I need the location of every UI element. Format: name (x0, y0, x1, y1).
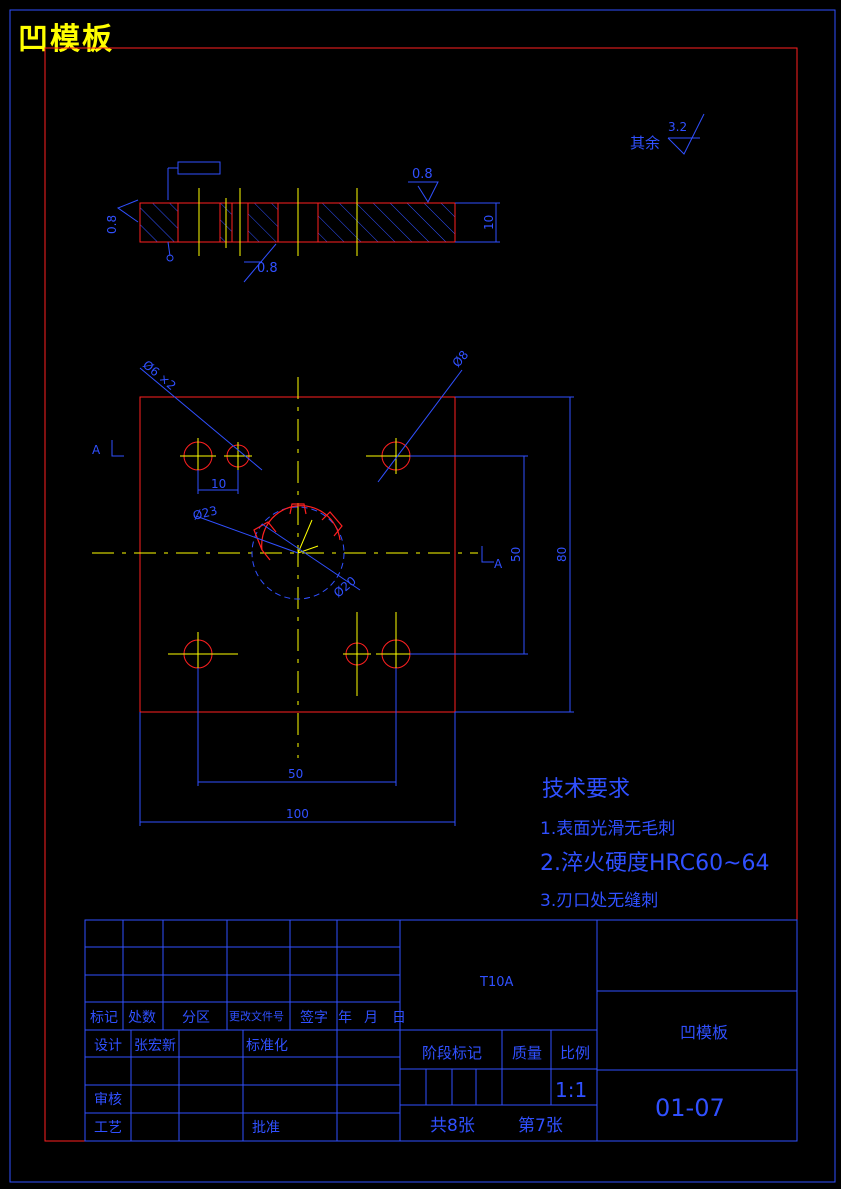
material-label: T10A (479, 975, 513, 990)
hdr-month: 月 (364, 1010, 378, 1026)
section-view (116, 161, 500, 283)
mass-label: 质量 (512, 1044, 542, 1062)
hdr-count: 处数 (128, 1010, 156, 1026)
scale-value: 1:1 (555, 1078, 587, 1102)
process-label: 工艺 (94, 1120, 122, 1136)
d23-label: Ø23 (191, 503, 218, 523)
height-80-label: 80 (555, 547, 569, 562)
scale-label: 比例 (560, 1044, 590, 1062)
page-title: 凹模板 (18, 22, 114, 57)
roughness-rest-label: 其余 (630, 134, 660, 152)
hdr-day: 日 (392, 1010, 406, 1026)
sheets-total: 共8张 (430, 1116, 475, 1136)
thickness-dim: 10 (482, 215, 496, 230)
tech-item-1: 1.表面光滑无毛刺 (540, 819, 675, 839)
part-name-label: 凹模板 (680, 1023, 728, 1042)
roughness-left: 0.8 (105, 215, 119, 234)
roughness-bottom: 0.8 (257, 261, 278, 276)
tech-item-3: 3.刃口处无缝刺 (540, 891, 658, 911)
hdr-mark: 标记 (90, 1010, 118, 1026)
title-block-grid (84, 919, 798, 1142)
height-50-label: 50 (509, 547, 523, 562)
sheet-no: 第7张 (518, 1116, 563, 1136)
tech-item-2: 2.淬火硬度HRC60~64 (540, 851, 770, 876)
roughness-symbol (667, 113, 705, 155)
hdr-change: 更改文件号 (229, 1009, 284, 1023)
approve-label: 批准 (252, 1120, 280, 1136)
standardize-label: 标准化 (246, 1038, 288, 1054)
hdr-zone: 分区 (182, 1010, 210, 1026)
hole-d6x2-label: Ø6 ×2 (140, 358, 179, 394)
designer-name: 张宏新 (134, 1038, 176, 1054)
roughness-top: 0.8 (412, 167, 433, 182)
tech-title: 技术要求 (542, 777, 630, 802)
outer-border (9, 9, 836, 1183)
width-100-label: 100 (286, 807, 309, 821)
section-left-label: A (92, 443, 101, 457)
hdr-year: 年 (338, 1010, 352, 1026)
drawing-no-label: 01-07 (655, 1094, 725, 1122)
plan-view (92, 367, 574, 826)
roughness-rest-value: 3.2 (668, 120, 687, 134)
stage-label: 阶段标记 (422, 1044, 482, 1062)
d20-label: Ø20 (331, 574, 359, 601)
review-label: 审核 (94, 1092, 122, 1108)
hole-d8-label: Ø8 (450, 348, 472, 370)
pitch-10-label: 10 (211, 477, 226, 491)
width-50-label: 50 (288, 767, 303, 781)
hdr-sign: 签字 (300, 1009, 328, 1026)
section-right-label: A (494, 557, 503, 571)
design-label: 设计 (94, 1038, 122, 1054)
